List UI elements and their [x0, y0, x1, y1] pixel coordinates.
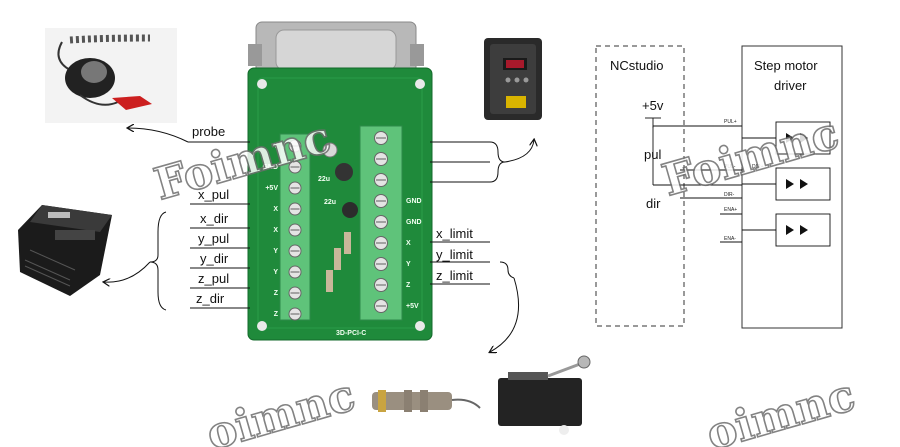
pin-label: X	[273, 227, 278, 234]
label-x-pul: x_pul	[198, 187, 229, 202]
pin-label: X	[406, 240, 411, 247]
label-y-pul: y_pul	[198, 231, 229, 246]
pin-label: +5V	[265, 185, 278, 192]
proximity-sensor-photo	[372, 390, 481, 412]
board-model-label: 3D-PCI-C	[336, 330, 366, 337]
label-x-limit: x_limit	[436, 226, 473, 241]
pin-label: Z	[274, 290, 279, 297]
schematic: NCstudio Step motor driver +5v pul dir	[595, 45, 843, 329]
limit-switch-photo	[498, 355, 591, 435]
label-dir: dir	[646, 196, 661, 211]
pin-ena-plus: ENA+	[724, 207, 737, 213]
ncstudio-title: NCstudio	[610, 58, 663, 73]
driver-title-line2: driver	[774, 78, 807, 93]
pin-label: Y	[273, 269, 278, 276]
label-z-dir: z_dir	[196, 291, 225, 306]
pin-label: Y	[273, 248, 278, 255]
label-5v: +5v	[642, 98, 664, 113]
signal-wires	[104, 128, 534, 352]
ncstudio-box	[595, 45, 685, 327]
label-y-dir: y_dir	[200, 251, 229, 266]
pin-label: Y	[273, 143, 278, 150]
inverter-photo	[484, 38, 542, 120]
watermark-3: oimnc	[201, 370, 361, 447]
label-z-limit: z_limit	[436, 268, 473, 283]
pin-label: X	[273, 206, 278, 213]
pin-pul-plus: PUL+	[724, 119, 737, 125]
pin-ena-minus: ENA-	[724, 236, 736, 242]
pin-label: Y	[406, 261, 411, 268]
pin-label: GND	[406, 219, 422, 226]
motor-driver-photo	[18, 205, 112, 296]
watermark-4: oimnc	[701, 370, 861, 447]
watermark-2: Foimnc	[657, 108, 844, 207]
pin-dir-plus: DIR+	[752, 164, 764, 170]
label-probe: probe	[192, 124, 225, 139]
pin-label: +5V	[406, 303, 419, 310]
pin-label: GND	[406, 198, 422, 205]
pin-dir-minus: DIR-	[724, 192, 735, 198]
capacitor-label-1: 22u	[318, 176, 330, 183]
capacitor-label-2: 22u	[324, 199, 336, 206]
label-z-pul: z_pul	[198, 271, 229, 286]
driver-title-line1: Step motor	[754, 58, 818, 73]
label-x-dir: x_dir	[200, 211, 229, 226]
driver-box	[741, 45, 843, 329]
signal-labels: probe x_pul x_dir y_pul y_dir z_pul z_di…	[192, 124, 473, 306]
label-y-limit: y_limit	[436, 247, 473, 262]
pin-label: Z	[274, 311, 279, 318]
breakout-board: 22u 22u Y GND +5V X X Y Y Z Z GND GND X Y Z +5V 3D-PC…	[247, 21, 433, 341]
pin-pul-minus: PUL-	[724, 164, 736, 170]
pin-label: Z	[406, 282, 411, 289]
pin-label: GND	[262, 164, 278, 171]
probe-photo	[45, 28, 177, 123]
